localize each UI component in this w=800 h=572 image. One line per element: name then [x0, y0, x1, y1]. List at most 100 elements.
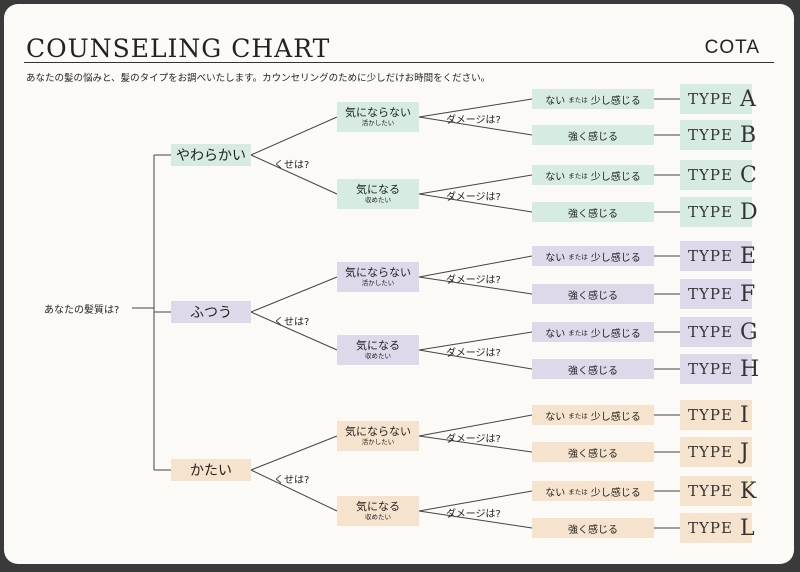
outcome-line	[418, 174, 533, 195]
type-word: TYPE	[688, 90, 733, 108]
type-word: TYPE	[688, 482, 733, 500]
damage-answer-text: ない	[545, 252, 566, 264]
hair-type-box: やわらかい	[171, 144, 251, 166]
kuse-answer-sub: 収めたい	[365, 352, 391, 360]
damage-answer-box: ないまたは少し感じる	[532, 89, 654, 109]
question-damage: ダメージは?	[446, 348, 501, 359]
type-word: TYPE	[688, 126, 733, 144]
kuse-answer-sub: 収めたい	[365, 196, 391, 204]
type-word: TYPE	[688, 360, 733, 378]
branch-line	[250, 116, 338, 156]
damage-answer-box: ないまたは少し感じる	[532, 322, 654, 342]
damage-answer-box: ないまたは少し感じる	[532, 481, 654, 501]
damage-answer-text2: 少し感じる	[590, 487, 641, 499]
damage-answer-text2: 少し感じる	[590, 411, 641, 423]
damage-answer-text: 強く感じる	[568, 448, 618, 460]
type-result-box: TYPE F	[680, 279, 756, 309]
question-damage: ダメージは?	[446, 192, 501, 203]
damage-answer-text2: 少し感じる	[590, 328, 641, 340]
hair-type-box: かたい	[171, 459, 251, 481]
type-letter: F	[739, 281, 756, 307]
branch-line	[250, 154, 338, 195]
damage-answer-or: または	[568, 488, 588, 496]
type-letter: K	[739, 478, 757, 504]
chart-title: COUNSELING CHART	[26, 34, 331, 63]
kuse-answer-box: 気にならない活かしたい	[337, 102, 419, 132]
kuse-answer-main: 気にならない	[345, 106, 411, 119]
damage-answer-box: 強く感じる	[532, 359, 654, 379]
damage-answer-text: 強く感じる	[568, 524, 618, 536]
flowchart-lines	[132, 98, 680, 529]
kuse-answer-main: 気になる	[356, 339, 400, 352]
type-result-box: TYPE H	[680, 354, 759, 384]
damage-answer-box: ないまたは少し感じる	[532, 165, 654, 185]
question-damage: ダメージは?	[446, 115, 501, 126]
type-word: TYPE	[688, 247, 733, 265]
damage-answer-or: または	[568, 329, 588, 337]
type-letter: I	[739, 402, 749, 428]
question-damage: ダメージは?	[446, 509, 501, 520]
outcome-line	[418, 98, 533, 118]
kuse-answer-box: 気になる収めたい	[337, 496, 419, 526]
damage-answer-box: 強く感じる	[532, 284, 654, 304]
branch-line	[250, 435, 338, 471]
outcome-line	[418, 349, 533, 370]
kuse-answer-box: 気にならない活かしたい	[337, 421, 419, 451]
outcome-line	[418, 490, 533, 512]
damage-answer-text: ない	[545, 411, 566, 423]
type-letter: L	[739, 515, 755, 541]
outcome-line	[418, 276, 533, 295]
damage-answer-text2: 少し感じる	[590, 95, 641, 107]
damage-answer-text: 強く感じる	[568, 290, 618, 302]
kuse-answer-main: 気にならない	[345, 425, 411, 438]
damage-answer-box: 強く感じる	[532, 202, 654, 222]
damage-answer-or: または	[568, 412, 588, 420]
outcome-line	[418, 510, 533, 529]
damage-answer-box: 強く感じる	[532, 125, 654, 145]
kuse-answer-box: 気にならない活かしたい	[337, 262, 419, 292]
type-letter: B	[739, 122, 757, 148]
damage-answer-or: または	[568, 172, 588, 180]
counseling-card: COUNSELING CHART COTA あなたの髪の悩みと、髪のタイプをお調…	[4, 4, 794, 564]
damage-answer-text: 強く感じる	[568, 208, 618, 220]
damage-answer-box: 強く感じる	[532, 442, 654, 462]
damage-answer-box: ないまたは少し感じる	[532, 246, 654, 266]
type-letter: D	[739, 199, 758, 225]
damage-answer-box: 強く感じる	[532, 518, 654, 538]
brand-name: COTA	[704, 37, 760, 58]
kuse-answer-sub: 活かしたい	[361, 438, 395, 446]
question-damage: ダメージは?	[446, 275, 501, 286]
title-divider	[24, 62, 774, 63]
damage-answer-text: ない	[545, 328, 566, 340]
outcome-line	[418, 414, 533, 437]
kuse-answer-main: 気にならない	[345, 266, 411, 279]
kuse-answer-sub: 活かしたい	[361, 119, 395, 127]
outcome-line	[418, 435, 533, 453]
kuse-answer-sub: 活かしたい	[361, 279, 395, 287]
damage-answer-text: ない	[545, 95, 566, 107]
type-letter: C	[739, 162, 757, 188]
type-letter: H	[739, 356, 760, 382]
damage-answer-text: 強く感じる	[568, 131, 618, 143]
question-kuse: くせは?	[274, 160, 310, 171]
type-word: TYPE	[688, 166, 733, 184]
type-word: TYPE	[688, 285, 733, 303]
type-result-box: TYPE K	[680, 476, 756, 506]
type-letter: J	[739, 439, 749, 465]
damage-answer-text: ない	[545, 171, 566, 183]
kuse-answer-box: 気になる収めたい	[337, 335, 419, 365]
kuse-answer-main: 気になる	[356, 500, 400, 513]
type-letter: E	[739, 243, 757, 269]
question-kuse: くせは?	[274, 475, 310, 486]
damage-answer-text2: 少し感じる	[590, 252, 641, 264]
type-word: TYPE	[688, 323, 733, 341]
outcome-line	[418, 331, 533, 351]
kuse-answer-box: 気になる収めたい	[337, 179, 419, 209]
question-damage: ダメージは?	[446, 434, 501, 445]
type-result-box: TYPE E	[680, 241, 756, 271]
